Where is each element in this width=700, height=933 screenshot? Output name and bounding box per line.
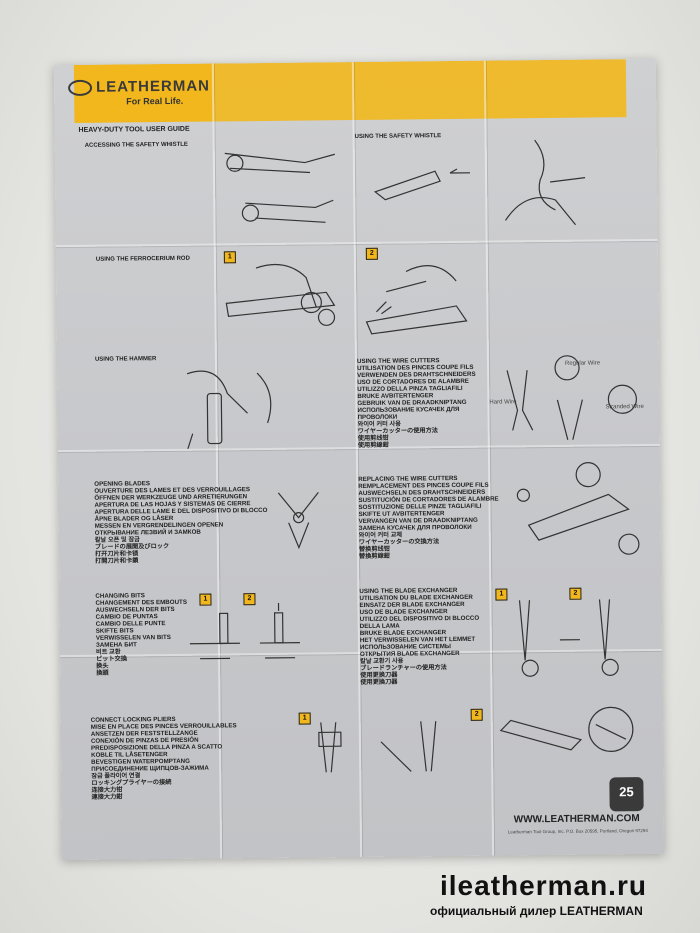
section-line: 使用剪線鉗 <box>357 441 389 450</box>
brand-logo: LEATHERMAN <box>68 78 210 97</box>
illustration-replace-cutters <box>516 462 640 555</box>
illustration-ferrocerium-strike <box>365 265 468 335</box>
anniversary-badge: 25 <box>609 777 644 812</box>
section-line: 連接大力鉗 <box>91 793 123 801</box>
slogan: For Real Life. <box>126 95 184 107</box>
section-line: ИСПОЛЬЗОВАНИЕ КУСАЧЕК ДЛЯ <box>357 405 460 415</box>
section-line: 換頭 <box>96 669 109 677</box>
illustration-hammer <box>186 370 272 449</box>
brand-name: LEATHERMAN <box>95 77 211 96</box>
illustration-whistle <box>373 168 471 201</box>
illustration-locking-pliers <box>318 721 437 773</box>
watermark-site: ileatherman.ru <box>440 870 647 901</box>
illustration-changing-bits <box>189 602 300 660</box>
fold-line <box>55 238 658 248</box>
header-bar-2 <box>211 62 353 122</box>
section-hammer: USING THE HAMMER <box>94 356 157 363</box>
section-ferrocerium: USING THE FERROCERIUM ROD <box>95 255 190 263</box>
user-guide-sheet: LEATHERMAN For Real Life. HEAVY-DUTY TOO… <box>53 58 665 861</box>
section-line: 使用更換刀器 <box>360 678 398 686</box>
illustration-locking-pliers-use <box>499 706 634 752</box>
website-url: WWW.LEATHERMAN.COM <box>513 813 640 826</box>
watermark-subtitle: официальный дилер LEATHERMAN <box>430 904 643 918</box>
section-line: UTILIZZO DEL DISPOSITIVO DI BLOCCO <box>359 614 480 624</box>
step-number: 1 <box>298 712 311 725</box>
illustration-blade-exchanger <box>518 599 619 677</box>
illustration-whistle-access <box>224 152 335 223</box>
company-address: Leatherman Tool Group, Inc. P.O. Box 205… <box>507 827 648 835</box>
leatherman-logo-icon <box>68 79 93 97</box>
illustration-wire-cutters <box>506 355 637 440</box>
illustration-opening-blades <box>277 492 319 550</box>
section-accessing-whistle: ACCESSING THE SAFETY WHISTLE <box>84 141 188 149</box>
header-bar-4 <box>483 59 627 119</box>
section-line: 打開刀片和卡鎖 <box>95 557 139 565</box>
section-line: 替換剪線鉗 <box>358 552 390 561</box>
section-using-whistle: USING THE SAFETY WHISTLE <box>354 133 442 141</box>
guide-title: HEAVY-DUTY TOOL USER GUIDE <box>78 125 190 134</box>
illustration-ferrocerium <box>225 263 336 326</box>
illustration-whistle-blow <box>505 139 586 226</box>
header-bar-3 <box>351 60 485 121</box>
